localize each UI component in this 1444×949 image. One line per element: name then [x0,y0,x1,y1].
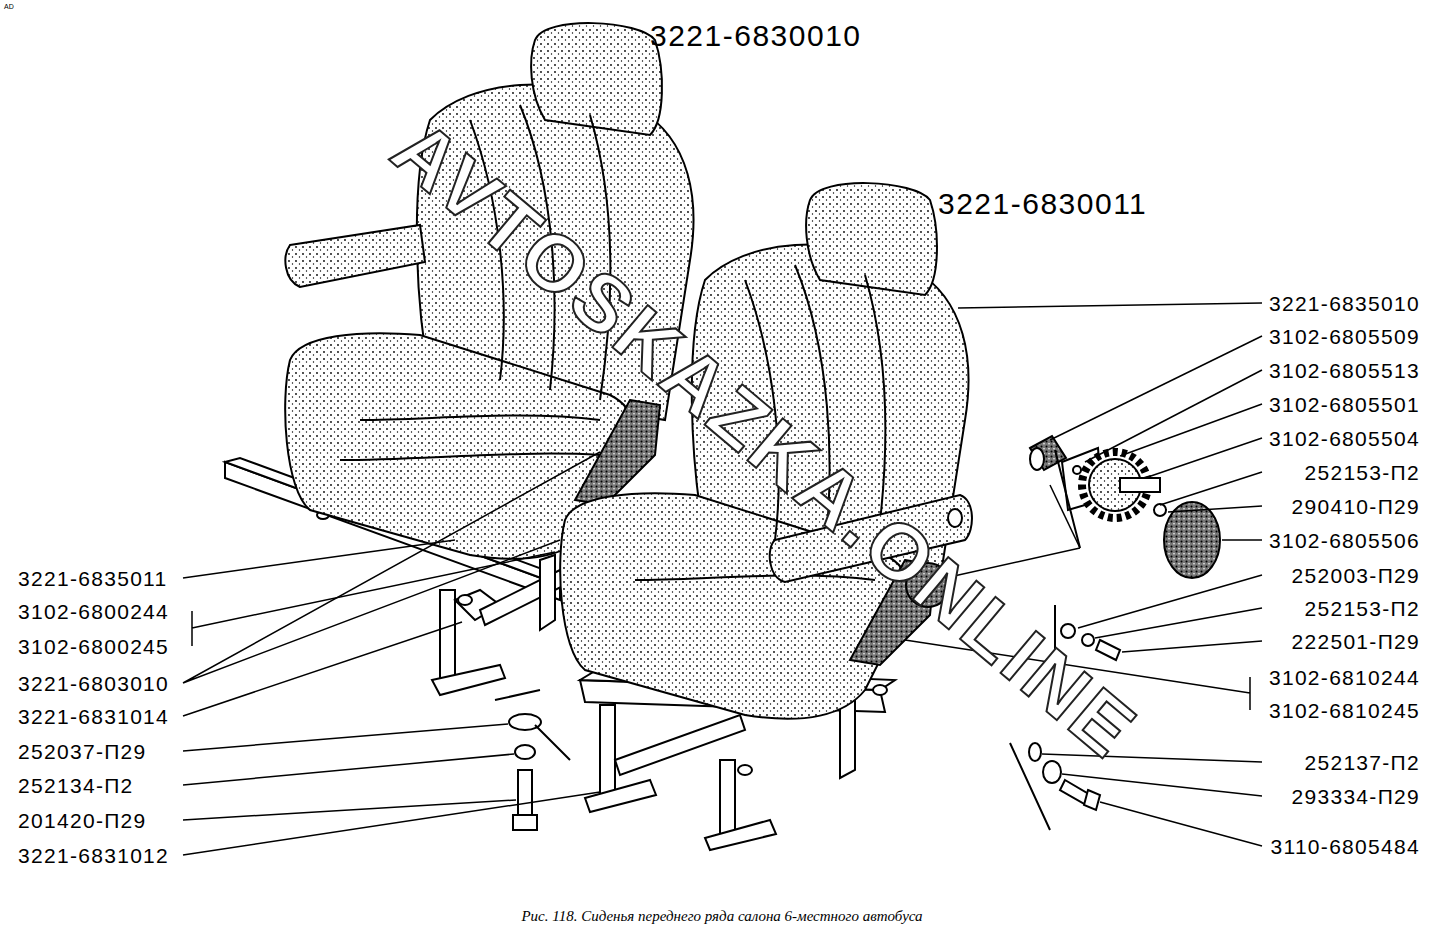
drawing-path [1096,640,1120,660]
part-number: 293334-П29 [1291,786,1420,807]
drawing-path [705,820,776,850]
drawing-path [540,555,555,630]
part-number: 3110-6805484 [1270,836,1420,857]
right-seat [560,183,968,719]
drawing-circle [1154,504,1166,516]
part-number: 252153-П2 [1304,462,1420,483]
part-number: 3102-6805501 [1269,394,1420,415]
part-number: 3221-6831014 [18,706,169,727]
drawing-ellipse [458,595,472,605]
left-seat [285,23,693,559]
drawing-path [585,780,656,812]
drawing-path [945,548,1080,578]
drawing-path [575,400,660,505]
drawing-circle [906,563,950,607]
part-number: 3221-6831012 [18,845,169,866]
drawing-path [183,622,462,716]
part-number: 3221-6803010 [18,673,169,694]
drawing-ellipse [1030,448,1044,470]
drawing-path [806,183,937,295]
part-number: 252153-П2 [1304,598,1420,619]
corner-mark: AD [4,3,14,10]
drawing-ellipse [515,745,535,759]
drawing-path [183,754,514,785]
drawing-path [1084,790,1100,810]
part-number: 252003-П29 [1291,565,1420,586]
part-number: 3102-6805509 [1269,326,1420,347]
drawing-path [183,792,600,855]
drawing-path [1042,754,1262,762]
drawing-path [360,416,600,420]
drawing-path [840,700,855,778]
drawing-ellipse [948,509,962,527]
drawing-path [531,23,662,135]
part-number: 3102-6800244 [18,601,169,622]
part-number: 252137-П2 [1304,752,1420,773]
assembly-number: 3221-6830011 [938,189,1147,219]
drawing-path [513,815,537,830]
drawing-path [183,452,600,683]
drawing-path [590,115,610,400]
figure-caption: Рис. 118. Сиденья переднего ряда салона … [521,909,922,924]
drawing-ellipse [1029,743,1041,761]
drawing-path [285,225,425,287]
drawing-path [183,540,455,578]
drawing-path [1122,641,1262,652]
drawing-path [1222,539,1262,541]
drawing-path [958,303,1262,308]
part-number: 3102-6805504 [1269,428,1420,449]
drawing-rect [1120,478,1160,492]
drawing-path [795,265,830,550]
drawing-path [432,665,505,695]
drawing-circle [1073,466,1081,474]
part-number: 290410-П29 [1291,496,1420,517]
drawing-path [1120,404,1262,456]
part-number: 3221-6835011 [18,568,168,589]
drawing-path [1010,450,1080,830]
drawing-path [1095,608,1262,638]
part-number: 3102-6805513 [1269,360,1420,381]
drawing-path [745,280,779,540]
drawing-path [192,552,555,646]
drawing-ellipse [738,765,752,775]
drawing-ellipse [1061,624,1075,638]
drawing-ellipse [873,685,887,695]
drawing-ellipse [1164,502,1220,578]
right-armrest [770,495,972,607]
part-number: 252134-П2 [18,775,134,796]
drawing-ellipse [1043,761,1061,783]
leader-lines [183,303,1262,855]
part-number: 222501-П29 [1291,631,1420,652]
part-number: 3102-6810244 [1269,667,1420,688]
drawing-path [1160,472,1262,505]
part-number: 3102-6810245 [1269,700,1420,721]
assembly-number: 3221-6830010 [650,21,862,51]
part-number: 3102-6805506 [1269,530,1420,551]
drawing-path [905,640,1250,710]
drawing-ellipse [1082,634,1094,646]
drawing-path [1062,774,1262,796]
part-number: 3221-6835010 [1269,293,1420,314]
recliner-parts [509,436,1220,830]
drawing-path [183,724,508,751]
drawing-path [1030,436,1066,470]
drawing-path [183,800,516,820]
drawing-path [495,690,570,760]
drawing-path [1078,575,1262,628]
drawing-path [470,120,504,380]
part-number: 252037-П29 [18,741,147,762]
drawing-path [1168,506,1262,512]
drawing-path [518,770,532,815]
drawing-path [520,105,555,390]
drawing-path [635,576,875,580]
part-number: 3102-6800245 [18,636,169,657]
drawing-path [1145,438,1262,478]
drawing-path [340,454,600,460]
part-number: 201420-П29 [18,810,147,831]
drawing-path [1100,802,1262,846]
drawing-path [1085,370,1262,462]
